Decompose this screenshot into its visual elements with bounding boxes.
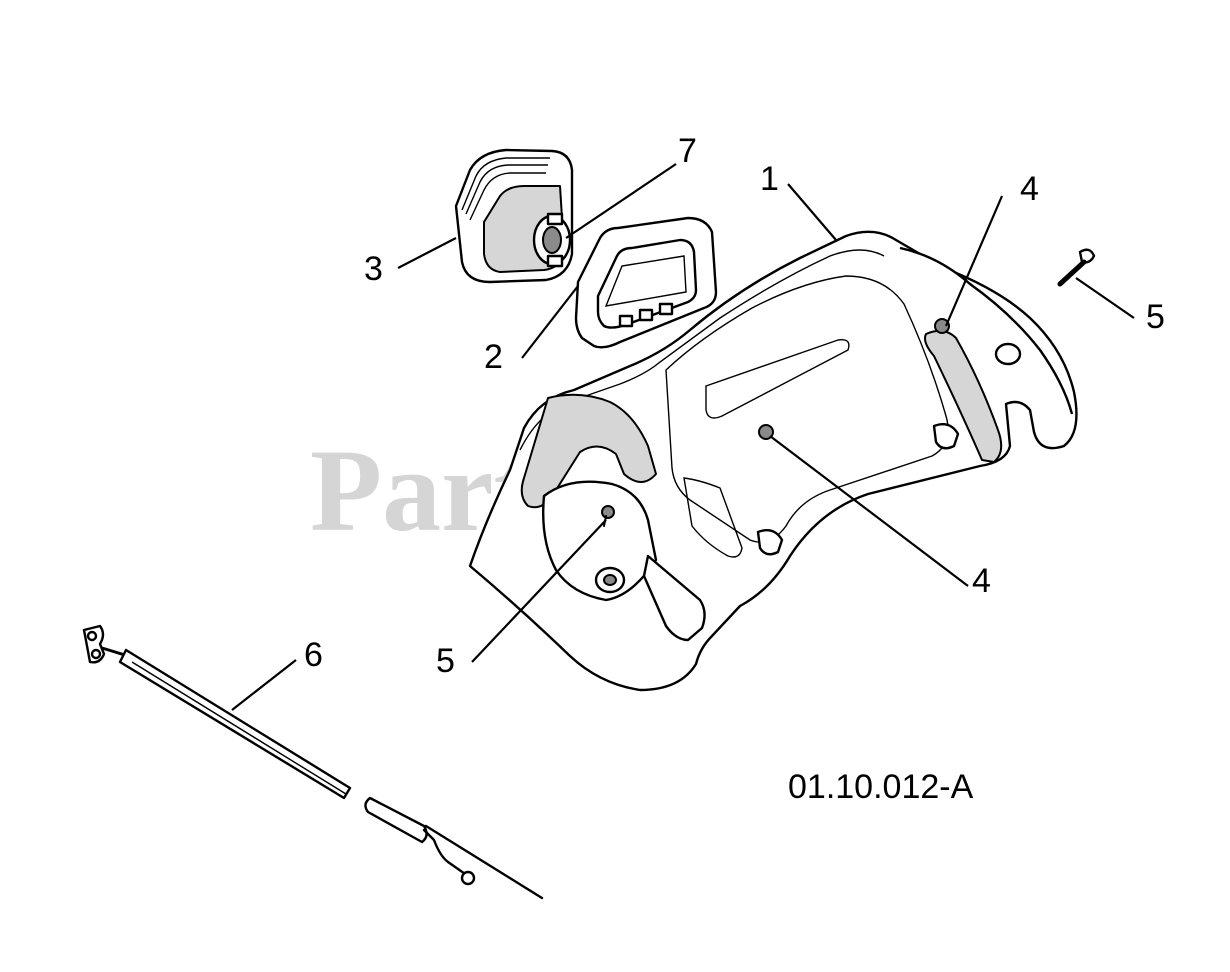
- callout-5-lower: 5: [436, 642, 455, 680]
- part-throttle-rod[interactable]: [82, 624, 544, 900]
- callout-7: 7: [678, 132, 697, 170]
- callout-5-upper: 5: [1146, 298, 1165, 336]
- callout-6: 6: [304, 636, 323, 674]
- callout-1: 1: [760, 160, 779, 198]
- part-filter-element[interactable]: [454, 148, 574, 284]
- part-filter-frame[interactable]: [574, 216, 718, 349]
- part-screw-5-lower[interactable]: [601, 505, 615, 527]
- part-screw-5-upper[interactable]: [1057, 248, 1096, 287]
- figure-code: 01.10.012-A: [788, 768, 974, 806]
- callout-4-upper: 4: [1020, 170, 1039, 208]
- part-screw-4-upper[interactable]: [934, 318, 950, 334]
- part-engine-cover[interactable]: [468, 230, 1078, 692]
- leader-lines: [231, 163, 1135, 711]
- callout-2: 2: [484, 338, 503, 376]
- callout-3: 3: [364, 250, 383, 288]
- part-screw-4-lower[interactable]: [758, 424, 774, 440]
- callout-4-lower: 4: [972, 562, 991, 600]
